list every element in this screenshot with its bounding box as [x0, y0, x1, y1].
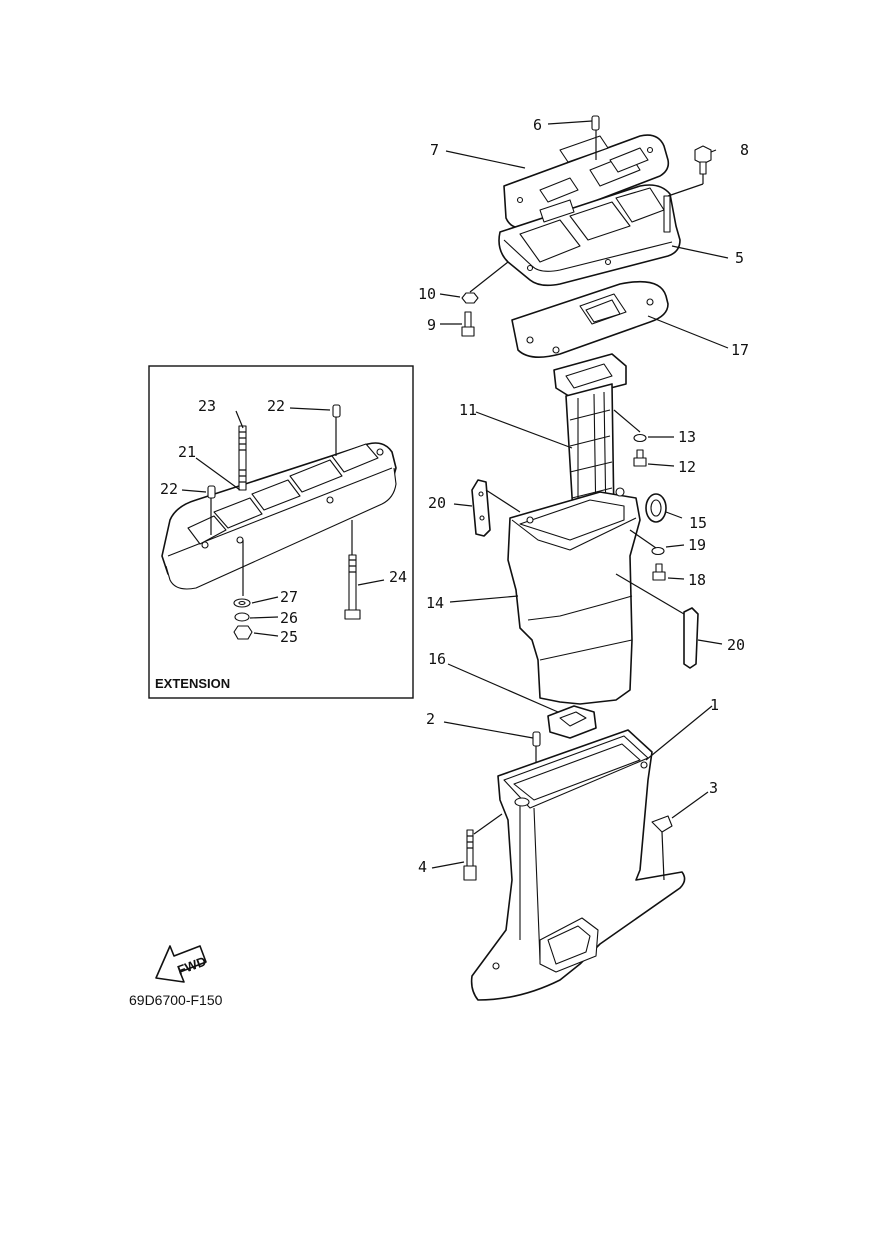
bolt-8: [667, 145, 712, 197]
gasket-17: [511, 280, 669, 358]
bolt-12: [633, 449, 647, 467]
callout-20-right: 20: [727, 636, 745, 654]
callout-26: 26: [280, 609, 298, 627]
stud-bolt-4: [463, 829, 477, 881]
callout-13: 13: [678, 428, 696, 446]
washer-13: [633, 433, 647, 443]
inset-frame: [148, 365, 414, 699]
long-bolt-24: [344, 520, 361, 620]
callout-6: 6: [533, 116, 542, 134]
callout-8: 8: [740, 141, 749, 159]
dowel-pin-22-top: [332, 404, 341, 418]
upper-casing-14: [507, 487, 641, 705]
nut-25: [233, 625, 253, 640]
callout-7: 7: [430, 141, 439, 159]
callout-22-left: 22: [160, 480, 178, 498]
grommet-16: [547, 705, 597, 739]
fwd-arrow-icon: FWD: [155, 945, 208, 983]
callout-9: 9: [427, 316, 436, 334]
rubber-mount-20-left: [471, 479, 491, 537]
callout-5: 5: [735, 249, 744, 267]
stud-bolt-23: [238, 425, 247, 491]
callout-27: 27: [280, 588, 298, 606]
callout-10: 10: [418, 285, 436, 303]
callout-21: 21: [178, 443, 196, 461]
extension-spacer-plate: [161, 442, 397, 590]
callout-22-top: 22: [267, 397, 285, 415]
callout-24: 24: [389, 568, 407, 586]
washer-19: [651, 546, 665, 556]
callout-20-left: 20: [428, 494, 446, 512]
bolt-9: [461, 311, 475, 337]
rubber-seal-15: [645, 493, 667, 523]
callout-23: 23: [198, 397, 216, 415]
lower-casing-1: [470, 729, 686, 1001]
exhaust-guide-5: [498, 184, 681, 287]
plug-3: [651, 815, 673, 833]
callout-11: 11: [459, 401, 477, 419]
callout-25: 25: [280, 628, 298, 646]
dowel-pin-22-left: [207, 485, 216, 499]
callout-16: 16: [428, 650, 446, 668]
callout-14: 14: [426, 594, 444, 612]
callout-4: 4: [418, 858, 427, 876]
leader-lines: [431, 120, 729, 869]
figure-code: 69D6700-F150: [129, 992, 223, 1008]
callout-17: 17: [731, 341, 749, 359]
lock-washer-26: [234, 612, 250, 622]
callout-19: 19: [688, 536, 706, 554]
dowel-pin-6: [591, 115, 600, 131]
callout-2: 2: [426, 710, 435, 728]
bolt-18: [652, 563, 666, 581]
rubber-mount-20-right: [683, 607, 699, 669]
callout-12: 12: [678, 458, 696, 476]
callout-1: 1: [710, 696, 719, 714]
nut-10: [461, 292, 479, 304]
dowel-pin-2: [532, 731, 541, 747]
inset-title: EXTENSION: [155, 676, 230, 691]
callout-18: 18: [688, 571, 706, 589]
callout-numbers: 1 2 3 4 5 6 7 8 9 10 11 12 13 14 15 16 1…: [160, 116, 749, 876]
callout-15: 15: [689, 514, 707, 532]
extension-inset: EXTENSION: [148, 365, 414, 699]
callout-3: 3: [709, 779, 718, 797]
